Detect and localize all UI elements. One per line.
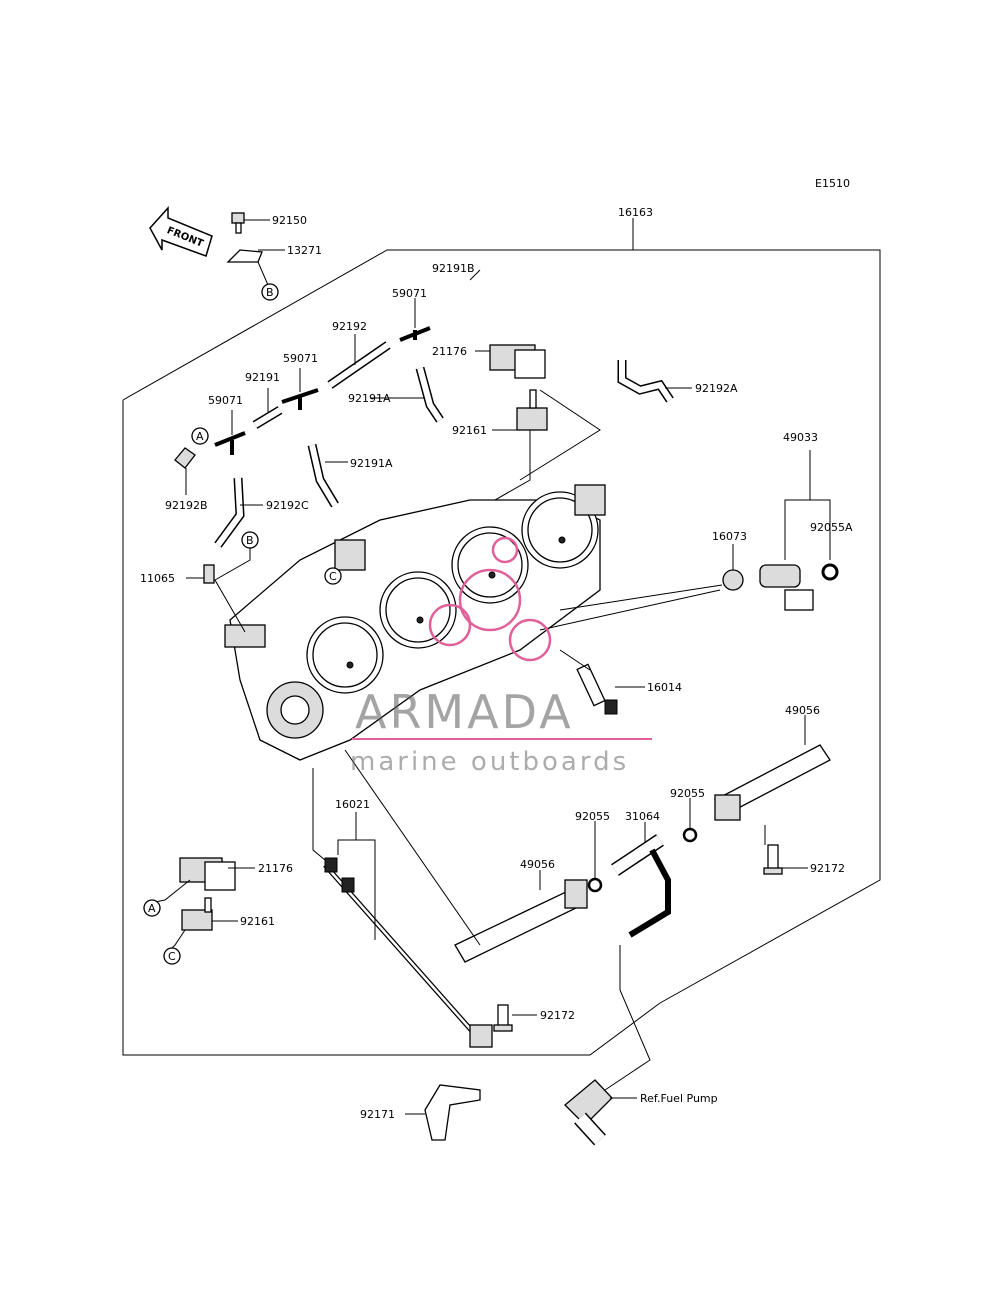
label-92171: 92171 <box>360 1108 395 1121</box>
label-92191A-low: 92191A <box>350 457 393 470</box>
bolt-92172-low <box>493 1004 513 1032</box>
cap-92192B <box>174 447 196 469</box>
label-21176-low: 21176 <box>258 862 293 875</box>
clip-92171 <box>424 1084 481 1141</box>
grommet-92161-low <box>181 897 213 931</box>
sensor-21176-low <box>179 857 236 891</box>
label-92192A: 92192A <box>695 382 738 395</box>
label-92172-low: 92172 <box>540 1009 575 1022</box>
label-92161-top: 92161 <box>452 424 487 437</box>
oring-92055-left <box>587 877 603 893</box>
sensor-21176-top <box>489 344 546 379</box>
bolt-92172-right <box>763 844 783 875</box>
label-92161-low: 92161 <box>240 915 275 928</box>
label-49033: 49033 <box>783 431 818 444</box>
label-59071-top: 59071 <box>392 287 427 300</box>
callout-c-body <box>324 567 342 585</box>
tee-59071-mid <box>281 388 319 410</box>
screw-16014 <box>576 663 618 715</box>
label-92191: 92191 <box>245 371 280 384</box>
label-49056-right: 49056 <box>785 704 820 717</box>
label-92192: 92192 <box>332 320 367 333</box>
grommet-92161-top <box>516 389 548 431</box>
callout-a-lower <box>143 899 161 917</box>
cap-11065 <box>203 564 215 584</box>
callout-a-upper <box>191 427 209 445</box>
front-arrow-icon: FRONT <box>149 206 213 257</box>
pipe-31064 <box>611 834 671 938</box>
rod-16021 <box>323 857 493 1048</box>
label-11065: 11065 <box>140 572 175 585</box>
tee-59071-left <box>214 431 246 455</box>
bracket-13271 <box>226 249 263 263</box>
label-92055A: 92055A <box>810 521 853 534</box>
oring-92055-right <box>682 827 698 843</box>
label-59071-left: 59071 <box>208 394 243 407</box>
watermark-brand: ARMADA <box>355 685 574 739</box>
svg-text:A: A <box>196 430 204 443</box>
label-16073: 16073 <box>712 530 747 543</box>
callout-c-lower <box>163 947 181 965</box>
diagram-code: E1510 <box>815 177 850 190</box>
sensor-49033 <box>759 564 814 611</box>
label-92192B: 92192B <box>165 499 208 512</box>
assembly-outline <box>122 249 881 1004</box>
callout-b-top <box>261 283 279 301</box>
svg-text:C: C <box>168 950 176 963</box>
watermark-tagline: marine outboards <box>350 747 629 777</box>
fuel-rail-49056-right <box>714 744 831 821</box>
label-92191B: 92191B <box>432 262 475 275</box>
svg-text:C: C <box>329 570 337 583</box>
label-31064: 31064 <box>625 810 660 823</box>
seal-16073 <box>722 569 744 591</box>
label-92191A-mid: 92191A <box>348 392 391 405</box>
tee-59071-top <box>399 326 431 342</box>
label-59071-mid: 59071 <box>283 352 318 365</box>
label-13271: 13271 <box>287 244 322 257</box>
label-16163: 16163 <box>618 206 653 219</box>
label-16014: 16014 <box>647 681 682 694</box>
bolt-92150 <box>231 212 245 234</box>
fuel-pump-connector <box>564 1079 613 1146</box>
label-21176-top: 21176 <box>432 345 467 358</box>
label-16021: 16021 <box>335 798 370 811</box>
label-ref-fuel-pump: Ref.Fuel Pump <box>640 1092 718 1105</box>
fuel-rail-49056-left <box>454 879 588 963</box>
label-92172-right: 92172 <box>810 862 845 875</box>
svg-text:A: A <box>148 902 156 915</box>
label-92055-right: 92055 <box>670 787 705 800</box>
oring-92055A <box>821 563 839 581</box>
label-49056-left: 49056 <box>520 858 555 871</box>
label-92055-left: 92055 <box>575 810 610 823</box>
watermark-logo <box>428 536 552 662</box>
throttle-body <box>224 484 606 761</box>
svg-text:B: B <box>266 286 274 299</box>
label-92192C: 92192C <box>266 499 309 512</box>
label-92150: 92150 <box>272 214 307 227</box>
svg-text:B: B <box>246 534 254 547</box>
